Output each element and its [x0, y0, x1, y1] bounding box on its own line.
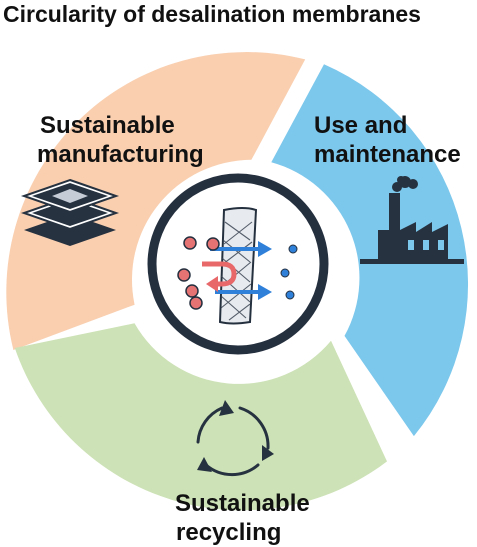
- water-flow-arrows: [210, 241, 272, 300]
- recycling-label-line2: recycling: [176, 519, 281, 546]
- stacked-layers-icon: [20, 178, 120, 246]
- factory-icon: [360, 176, 464, 264]
- segment-sustainable-manufacturing: [6, 52, 306, 351]
- diagram-title: Circularity of desalination membranes: [3, 1, 421, 27]
- segment-use-and-maintenance: [271, 64, 469, 437]
- membrane-filtration-icon: [147, 173, 329, 355]
- water-molecules: [280, 244, 298, 300]
- recycling-label-line1: Sustainable: [175, 490, 310, 517]
- use-label-line2: maintenance: [314, 141, 461, 168]
- recycle-arrows-icon: [196, 400, 274, 477]
- segment-sustainable-recycling: [14, 323, 388, 511]
- salt-rejection-arrow: [202, 261, 237, 292]
- manufacturing-label-line2: manufacturing: [37, 141, 204, 168]
- use-label-line1: Use and: [314, 112, 407, 139]
- manufacturing-label-line1: Sustainable: [40, 112, 175, 139]
- salt-ions: [177, 236, 220, 310]
